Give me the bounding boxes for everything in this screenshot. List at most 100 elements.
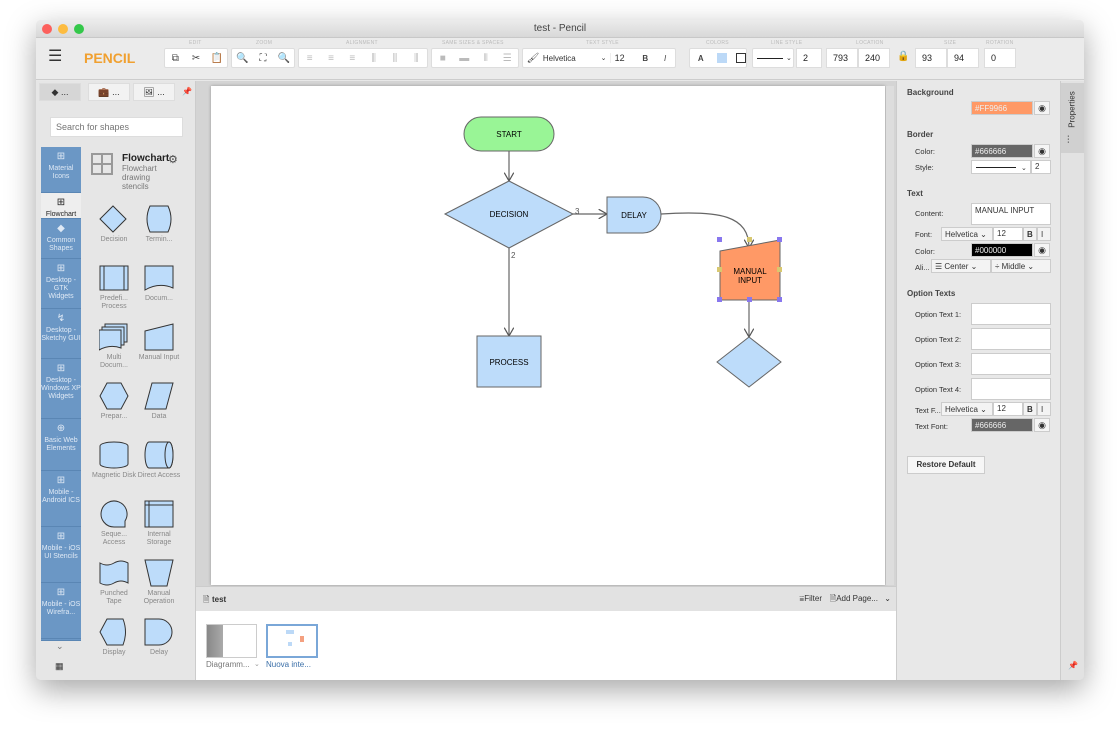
paste-icon[interactable]: 📋 (210, 52, 223, 64)
shape-stencil[interactable]: Delay (137, 618, 181, 657)
category-item[interactable]: ⊞Flowchart (41, 193, 81, 219)
shape-stencil[interactable]: Manual Input (137, 323, 181, 362)
text-color-button[interactable]: A (697, 53, 704, 63)
palette-icon[interactable]: ◉ (1034, 101, 1050, 115)
line-width-input[interactable]: 2 (796, 48, 822, 68)
minimize-button[interactable] (58, 24, 68, 34)
align-bottom-icon[interactable]: ⫼ (414, 52, 419, 64)
shape-stencil[interactable]: Display (92, 618, 136, 657)
category-item[interactable]: ◆Common Shapes (41, 219, 81, 259)
category-item[interactable]: ⊞Material Icons (41, 147, 81, 193)
decision-node-2[interactable] (716, 336, 782, 388)
chevron-down-icon[interactable]: ⌄ (56, 641, 64, 651)
close-button[interactable] (42, 24, 52, 34)
same-height-icon[interactable]: ▬ (459, 52, 470, 64)
chevron-down-icon[interactable]: ⌄ (884, 594, 891, 603)
grid-icon[interactable]: ▦ (55, 661, 64, 671)
content-input[interactable]: MANUAL INPUT (971, 203, 1051, 225)
shape-stencil[interactable]: Data (137, 382, 181, 421)
shape-stencil[interactable]: Seque... Access (92, 500, 136, 547)
shape-stencil[interactable]: Predefi... Process (92, 264, 136, 311)
palette-icon[interactable]: ◉ (1034, 243, 1050, 257)
shape-stencil[interactable]: Docum... (137, 264, 181, 303)
text-color-swatch[interactable]: #000000 (971, 243, 1033, 257)
shape-stencil[interactable]: Prepar... (92, 382, 136, 421)
option-italic-button[interactable]: I (1037, 402, 1051, 416)
font-size-input[interactable]: 12 (609, 53, 636, 63)
shape-stencil[interactable]: Internal Storage (137, 500, 181, 547)
filter-button[interactable]: ⩸Filter (799, 594, 822, 603)
chevron-down-icon[interactable]: ⌄ (254, 661, 260, 668)
add-page-button[interactable]: 🗎Add Page... (829, 594, 878, 603)
page-name[interactable]: Nuova inte... (266, 660, 311, 669)
align-right-icon[interactable]: ≡ (349, 52, 356, 64)
format-painter-icon[interactable]: 🖌 (526, 52, 540, 64)
pin-icon[interactable]: 📌 (1068, 661, 1078, 670)
search-input[interactable] (50, 117, 183, 137)
tab-properties[interactable]: Properties ⫶ (1061, 83, 1084, 153)
space-v-icon[interactable]: ☰ (502, 52, 512, 64)
tab-private[interactable]: 💼 ... (88, 83, 130, 101)
page-name[interactable]: Diagramm... (206, 660, 250, 669)
bold-button[interactable]: B (1023, 227, 1037, 241)
shape-stencil[interactable]: Magnetic Disk (92, 441, 136, 480)
y-input[interactable]: 240 (858, 48, 890, 68)
process-node[interactable]: PROCESS (476, 335, 542, 388)
italic-button[interactable]: I (663, 53, 667, 63)
option-text-input[interactable] (971, 353, 1051, 375)
italic-button[interactable]: I (1037, 227, 1051, 241)
decision-node[interactable]: DECISION (443, 180, 575, 249)
option-bold-button[interactable]: B (1023, 402, 1037, 416)
background-color-swatch[interactable]: #FF9966 (971, 101, 1033, 115)
font-size-input[interactable]: 12 (993, 227, 1023, 241)
connector[interactable] (660, 212, 749, 248)
gear-icon[interactable]: ⚙ (168, 154, 178, 166)
align-left-icon[interactable]: ≡ (306, 52, 313, 64)
palette-icon[interactable]: ◉ (1034, 418, 1050, 432)
fill-color-button[interactable] (717, 53, 728, 63)
width-input[interactable]: 93 (915, 48, 947, 68)
fit-icon[interactable]: ⛶ (259, 52, 267, 64)
align-top-icon[interactable]: ⫼ (371, 52, 376, 64)
category-item[interactable]: ⊞Desktop - Windows XP Widgets (41, 359, 81, 419)
start-node[interactable]: START (463, 116, 555, 152)
category-item[interactable]: ⊞Mobile - Android ICS (41, 471, 81, 527)
copy-icon[interactable]: ⧉ (171, 52, 179, 64)
lock-icon[interactable]: 🔒 (897, 51, 910, 62)
border-color-swatch[interactable]: #666666 (971, 144, 1033, 158)
vertical-align-select[interactable]: ÷ Middle ⌄ (991, 259, 1051, 273)
rotation-input[interactable]: 0 (984, 48, 1016, 68)
font-select[interactable]: Helvetica (542, 53, 576, 63)
category-item[interactable] (41, 639, 81, 641)
maximize-button[interactable] (74, 24, 84, 34)
shape-stencil[interactable]: Manual Operation (137, 559, 181, 606)
border-style-select[interactable]: ⌄ (971, 160, 1031, 174)
option-color-swatch[interactable]: #666666 (971, 418, 1033, 432)
category-item[interactable]: ⊞Mobile - iOS UI Stencils (41, 527, 81, 583)
category-item[interactable]: ⊞Mobile - iOS Wirefra... (41, 583, 81, 639)
shape-stencil[interactable]: Punched Tape (92, 559, 136, 606)
category-item[interactable]: ↯Desktop - Sketchy GUI (41, 309, 81, 359)
font-select[interactable]: Helvetica ⌄ (941, 227, 993, 241)
zoom-out-icon[interactable]: 🔍 (236, 52, 249, 64)
scrollbar[interactable] (886, 86, 894, 585)
option-text-input[interactable] (971, 303, 1051, 325)
line-style-select[interactable] (757, 57, 783, 59)
x-input[interactable]: 793 (826, 48, 858, 68)
page-thumbnail[interactable] (206, 624, 257, 658)
selection-handles[interactable] (717, 237, 782, 302)
same-width-icon[interactable]: ■ (439, 52, 446, 64)
option-text-input[interactable] (971, 328, 1051, 350)
pin-icon[interactable]: 📌 (182, 87, 192, 96)
palette-icon[interactable]: ◉ (1034, 144, 1050, 158)
shape-stencil[interactable]: Decision (92, 205, 136, 244)
align-middle-icon[interactable]: ⫼ (392, 52, 398, 64)
bold-button[interactable]: B (642, 53, 649, 63)
tab-clipart[interactable]: 🖼 ... (133, 83, 175, 101)
category-item[interactable]: ⊞Desktop - GTK Widgets (41, 259, 81, 309)
space-h-icon[interactable]: ⫴ (483, 52, 488, 64)
tab-collections[interactable]: ◆ ... (39, 83, 81, 101)
zoom-in-icon[interactable]: 🔍 (277, 52, 290, 64)
option-font-size-input[interactable]: 12 (993, 402, 1023, 416)
